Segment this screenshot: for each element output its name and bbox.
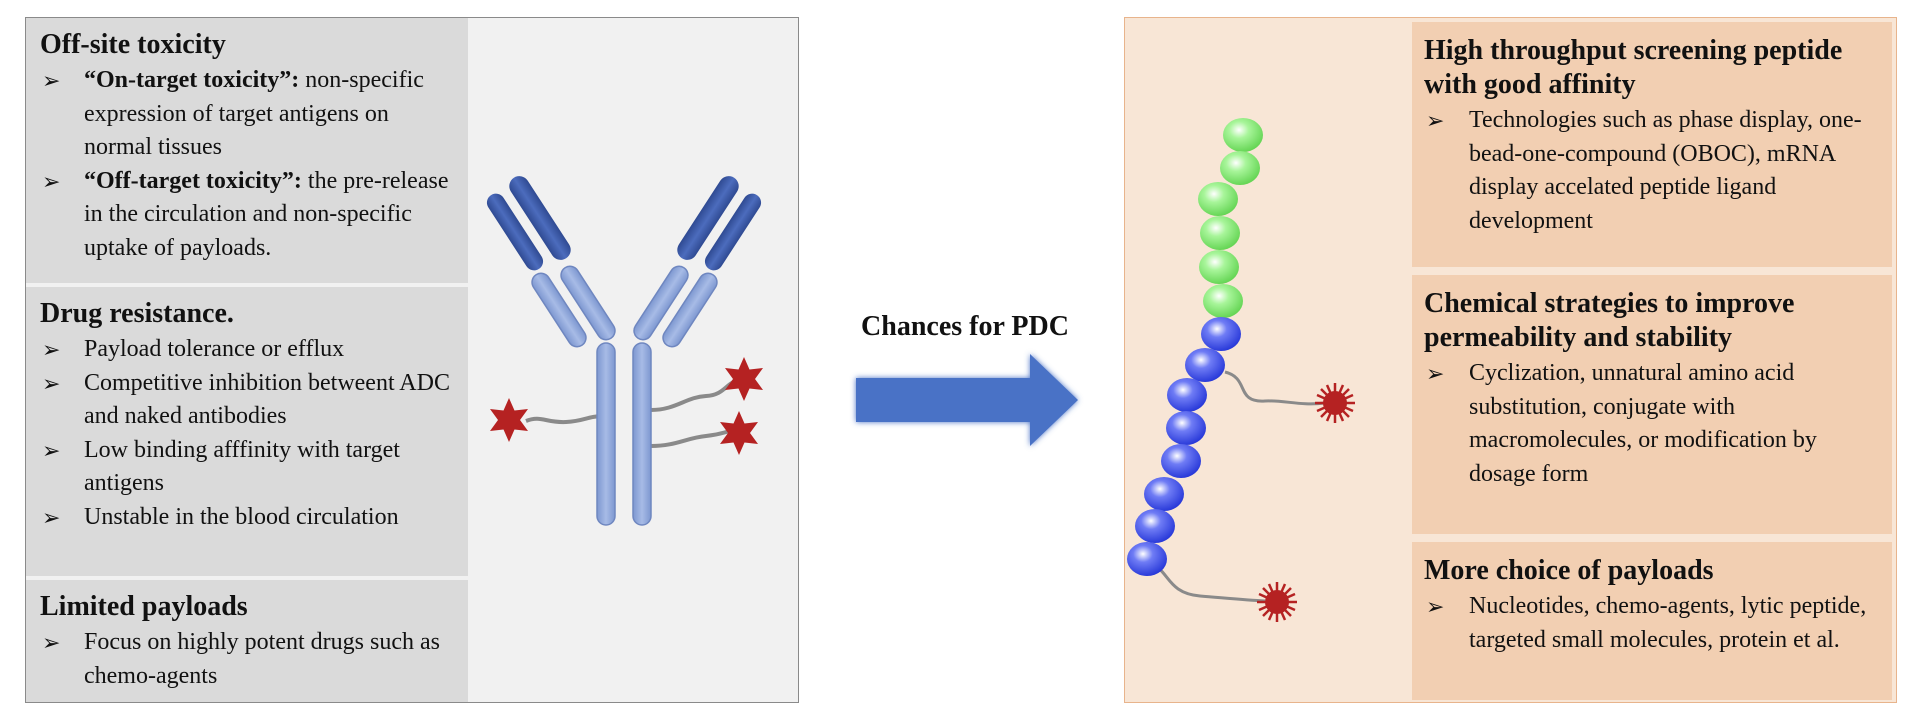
high-throughput-screening-title: High throughput screening peptide with g…	[1424, 35, 1843, 100]
heavy-chain-stem	[596, 342, 616, 526]
right-arrow-icon	[856, 354, 1078, 446]
peptide-drug-conjugate-illustration	[1127, 118, 1355, 622]
list-item: ➢Low binding afffinity with target antig…	[40, 434, 456, 501]
peptide-residue-blue	[1201, 317, 1241, 351]
peptide-residue-blue	[1161, 444, 1201, 478]
bullet-arrow-icon: ➢	[42, 68, 61, 93]
light-chain-variable	[486, 193, 544, 271]
drug-resistance-title: Drug resistance.	[40, 298, 234, 329]
payload-sun-icon	[1315, 383, 1355, 423]
light-chain	[662, 272, 718, 348]
heavy-chain-variable	[509, 176, 571, 260]
heavy-chain-arm	[560, 265, 616, 341]
peptide-residue-green	[1203, 284, 1243, 318]
bullet-arrow-icon: ➢	[42, 504, 61, 530]
antibody-drug-conjugate-illustration	[486, 176, 763, 526]
list-item: ➢Competitive inhibition betweent ADC and…	[40, 367, 456, 434]
linker-line	[1146, 560, 1266, 603]
heavy-chain-stem	[632, 342, 652, 526]
light-chain	[531, 272, 587, 348]
off-site-toxicity-title: Off-site toxicity	[40, 29, 226, 60]
list-item: ➢Cyclization, unnatural amino acid subst…	[1424, 357, 1882, 491]
payload-star-icon	[490, 398, 528, 442]
off-site-toxicity-box: Off-site toxicity ➢“On-target toxicity”:…	[26, 18, 468, 283]
bullet-arrow-icon: ➢	[1426, 108, 1445, 133]
more-payloads-box: More choice of payloads ➢Nucleotides, ch…	[1412, 542, 1892, 700]
bullet-arrow-icon: ➢	[42, 337, 61, 362]
list-item: ➢Focus on highly potent drugs such as ch…	[40, 626, 456, 693]
peptide-residue-green	[1198, 182, 1238, 216]
heavy-chain-arm	[633, 265, 689, 341]
peptide-residue-green	[1223, 118, 1263, 152]
bullet-arrow-icon: ➢	[1426, 361, 1445, 386]
linker-line	[525, 414, 607, 425]
more-payloads-title: More choice of payloads	[1424, 555, 1714, 586]
off-target-toxicity-item: ➢“Off-target toxicity”: the pre-release …	[40, 165, 456, 266]
list-item: ➢Payload tolerance or efflux	[40, 333, 456, 367]
peptide-residue-green	[1199, 250, 1239, 284]
chemical-strategies-box: Chemical strategies to improve permeabil…	[1412, 275, 1892, 534]
list-item: ➢Technologies such as phase display, one…	[1424, 104, 1882, 238]
on-target-toxicity-item: ➢“On-target toxicity”: non-specific expr…	[40, 64, 456, 165]
peptide-residue-blue	[1166, 411, 1206, 445]
payload-star-icon	[725, 357, 763, 401]
peptide-residue-blue	[1167, 378, 1207, 412]
limited-payloads-title: Limited payloads	[40, 591, 248, 622]
right-panel-pdc-advantages: High throughput screening peptide with g…	[1124, 17, 1897, 703]
peptide-residue-green	[1200, 216, 1240, 250]
bullet-arrow-icon: ➢	[42, 370, 61, 396]
peptide-residue-blue	[1185, 348, 1225, 382]
bullet-arrow-icon: ➢	[1426, 594, 1445, 619]
bullet-arrow-icon: ➢	[42, 437, 61, 463]
linker-line	[650, 378, 742, 412]
peptide-residue-blue	[1135, 509, 1175, 543]
bullet-arrow-icon: ➢	[42, 168, 61, 194]
payload-star-icon	[720, 411, 758, 455]
transition-arrow-group: Chances for PDC	[830, 310, 1100, 450]
chemical-strategies-title: Chemical strategies to improve permeabil…	[1424, 288, 1795, 353]
payload-sun-icon	[1257, 582, 1297, 622]
high-throughput-screening-box: High throughput screening peptide with g…	[1412, 22, 1892, 267]
light-chain-variable	[704, 193, 762, 271]
limited-payloads-box: Limited payloads ➢Focus on highly potent…	[26, 580, 468, 702]
peptide-residue-blue	[1144, 477, 1184, 511]
peptide-residue-green	[1220, 151, 1260, 185]
heavy-chain-variable	[677, 176, 739, 260]
linker-line	[1224, 370, 1326, 406]
left-panel-adc-limitations: Off-site toxicity ➢“On-target toxicity”:…	[25, 17, 799, 703]
bullet-arrow-icon: ➢	[42, 630, 61, 655]
arrow-shape	[856, 354, 1078, 446]
chances-for-pdc-label: Chances for PDC	[861, 311, 1069, 342]
peptide-residue-blue	[1127, 542, 1167, 576]
list-item: ➢Unstable in the blood circulation	[40, 501, 456, 535]
list-item: ➢Nucleotides, chemo-agents, lytic peptid…	[1424, 590, 1882, 657]
drug-resistance-box: Drug resistance. ➢Payload tolerance or e…	[26, 287, 468, 576]
